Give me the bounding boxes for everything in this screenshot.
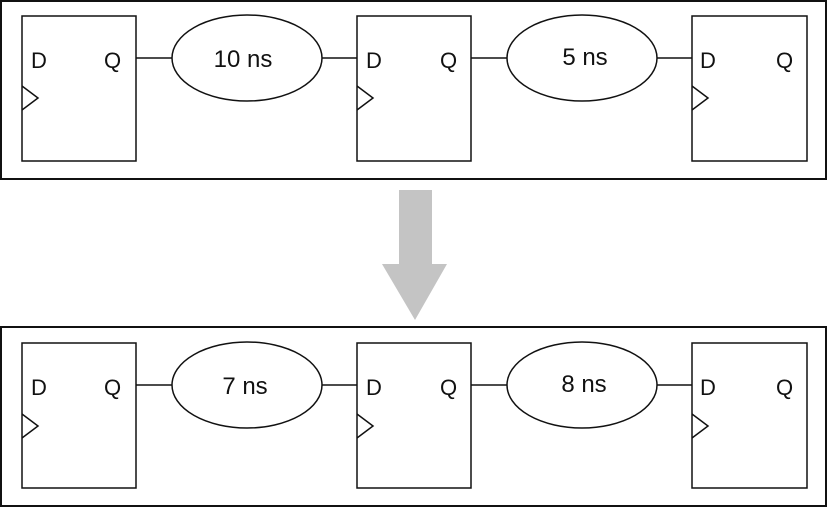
d-label: D <box>700 375 716 400</box>
bottom-flipflop-3: D Q <box>691 342 808 489</box>
clock-input-icon <box>691 85 710 111</box>
clock-input-icon <box>356 85 375 111</box>
clock-input-icon <box>691 413 710 439</box>
bottom-flipflop-2: D Q <box>356 342 472 489</box>
down-arrow-icon <box>382 190 447 320</box>
q-label: Q <box>440 48 457 73</box>
q-label: Q <box>104 375 121 400</box>
top-flipflop-1: D Q <box>21 15 137 162</box>
top-flipflop-2: D Q <box>356 15 472 162</box>
d-label: D <box>700 48 716 73</box>
bottom-panel-border <box>0 326 827 507</box>
delay-label: 8 ns <box>561 371 606 398</box>
q-label: Q <box>776 48 793 73</box>
delay-label: 5 ns <box>562 44 607 71</box>
top-flipflop-3: D Q <box>691 15 808 162</box>
bottom-logic-delay-1: 7 ns <box>171 341 323 429</box>
bottom-logic-delay-2: 8 ns <box>506 341 658 429</box>
q-label: Q <box>776 375 793 400</box>
d-label: D <box>31 48 47 73</box>
clock-input-icon <box>356 413 375 439</box>
top-logic-delay-1: 10 ns <box>171 14 323 102</box>
bottom-flipflop-1: D Q <box>21 342 137 489</box>
top-logic-delay-2: 5 ns <box>506 14 658 102</box>
clock-input-icon <box>21 85 40 111</box>
top-panel-border <box>0 0 827 180</box>
q-label: Q <box>104 48 121 73</box>
top-panel: D Q 10 ns D Q 5 ns D Q <box>0 0 827 180</box>
bottom-panel: D Q 7 ns D Q 8 ns D Q <box>0 326 827 507</box>
delay-label: 10 ns <box>214 46 273 73</box>
delay-label: 7 ns <box>222 373 267 400</box>
d-label: D <box>366 375 382 400</box>
d-label: D <box>31 375 47 400</box>
clock-input-icon <box>21 413 40 439</box>
q-label: Q <box>440 375 457 400</box>
d-label: D <box>366 48 382 73</box>
